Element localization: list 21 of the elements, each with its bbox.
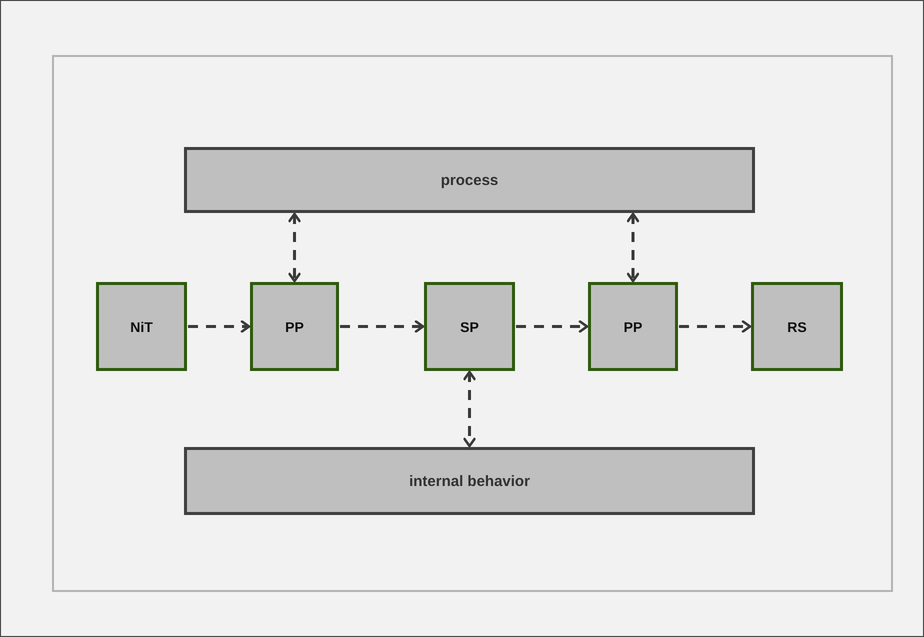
square-box	[588, 282, 678, 371]
square-box	[250, 282, 339, 371]
box-label: PP	[285, 318, 304, 334]
arrow	[288, 212, 301, 282]
box-label: RS	[787, 318, 807, 334]
wide-box	[184, 447, 755, 515]
arrow	[463, 370, 476, 448]
arrow	[626, 212, 640, 282]
square-box	[424, 282, 515, 371]
box-label: internal behavior	[409, 472, 530, 490]
box-label: SP	[460, 318, 479, 334]
arrow	[679, 320, 752, 333]
box-label: NiT	[130, 318, 153, 334]
square-box	[96, 282, 187, 371]
square-box	[751, 282, 843, 371]
box-label: PP	[624, 318, 642, 334]
box-label: process	[440, 172, 498, 188]
arrow	[188, 320, 250, 333]
wide-box	[184, 147, 755, 213]
arrow	[340, 320, 424, 333]
arrow	[516, 320, 588, 333]
